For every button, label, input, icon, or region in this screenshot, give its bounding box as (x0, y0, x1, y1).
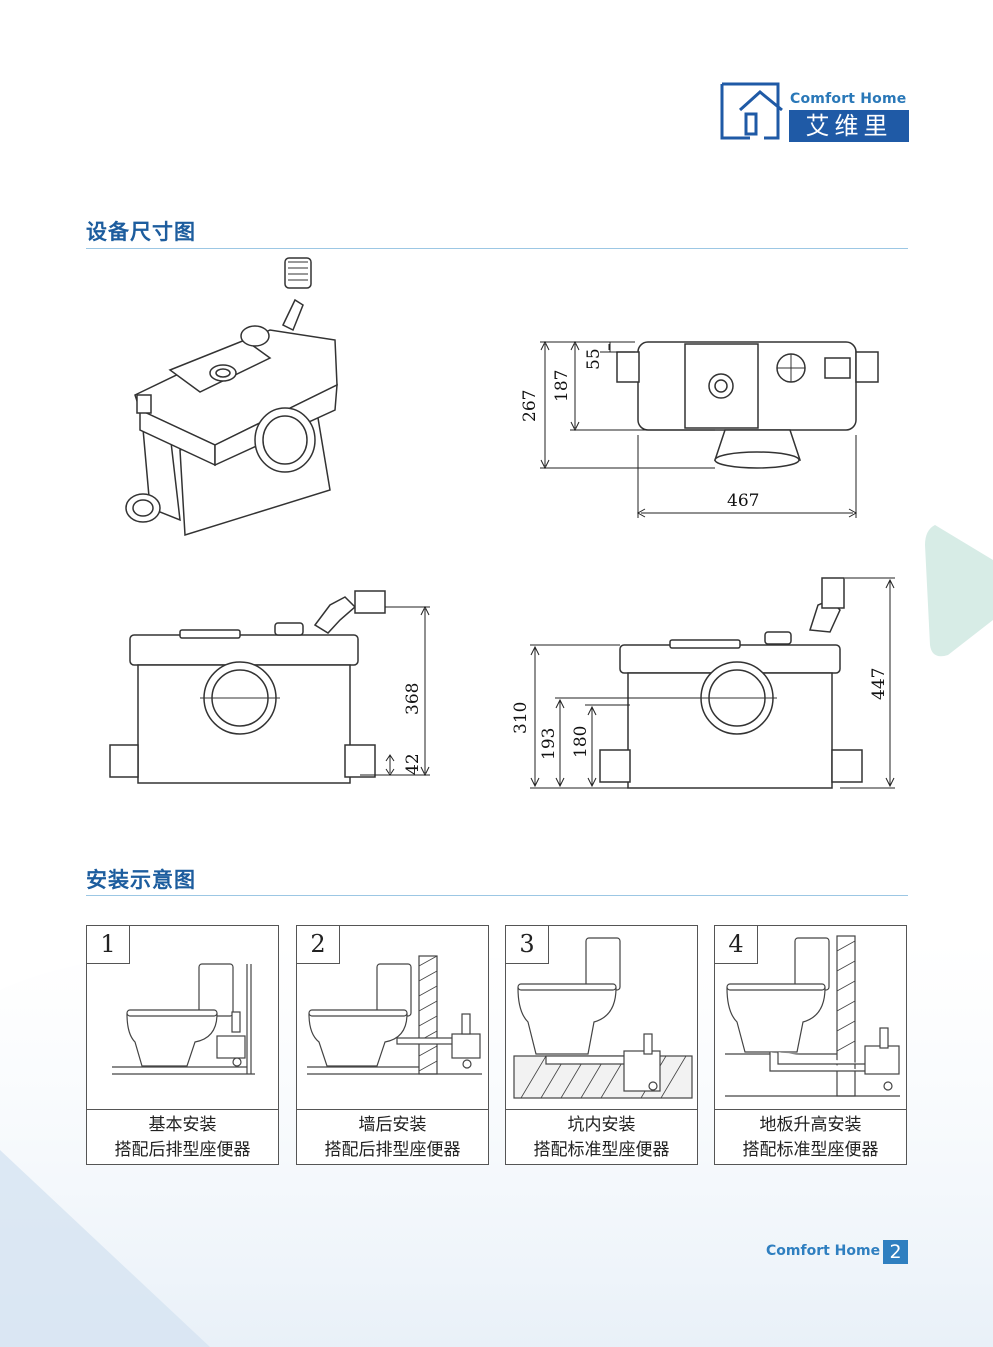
installation-title: 基本安装 (148, 1115, 217, 1135)
pump-front-view-drawing: 368 42 (100, 585, 440, 799)
page-number: 2 (883, 1240, 908, 1264)
installation-illustration-3 (513, 937, 693, 1099)
dim-42-label: 42 (403, 753, 423, 775)
dim-310-label: 310 (511, 702, 531, 734)
installation-panel-2: 2 墙后安装 搭配后排型座便器 (296, 925, 489, 1165)
installation-panel-4: 4 地板升高安装 搭配标准型座便器 (714, 925, 907, 1165)
installation-illustration-1 (112, 963, 255, 1075)
dim-180-label: 180 (571, 726, 591, 758)
dim-267-label: 267 (520, 390, 540, 422)
pump-isometric-drawing (105, 250, 345, 544)
brand-name-en: Comfort Home (790, 91, 907, 107)
dim-467-label: 467 (727, 491, 759, 511)
installation-illustration-4 (725, 935, 900, 1097)
installation-panel-number: 2 (297, 926, 340, 964)
installation-section-title: 安装示意图 (86, 868, 196, 892)
dim-55-label: 55 (584, 348, 604, 370)
section-rule (86, 248, 908, 249)
installation-subtitle: 搭配标准型座便器 (742, 1140, 879, 1160)
installation-caption: 坑内安装 搭配标准型座便器 (506, 1109, 697, 1164)
installation-caption: 地板升高安装 搭配标准型座便器 (715, 1109, 906, 1164)
installation-panel-3: 3 坑内安装 搭配标准型座便器 (505, 925, 698, 1165)
installation-title: 地板升高安装 (759, 1115, 862, 1135)
installation-panel-number: 1 (87, 926, 130, 964)
installation-subtitle: 搭配后排型座便器 (114, 1140, 251, 1160)
installation-panel-number: 3 (506, 926, 549, 964)
installation-panel-number: 4 (715, 926, 758, 964)
pump-top-view-drawing: 267 187 55 467 (505, 330, 905, 534)
installation-subtitle: 搭配后排型座便器 (324, 1140, 461, 1160)
installation-title: 墙后安装 (358, 1115, 427, 1135)
installation-panel-1: 1 基本安装 搭配后排型座便器 (86, 925, 279, 1165)
pump-side-view-drawing: 310 193 180 447 (500, 570, 900, 799)
dim-187-label: 187 (552, 370, 572, 402)
dim-447-label: 447 (869, 668, 889, 700)
installation-caption: 基本安装 搭配后排型座便器 (87, 1109, 278, 1164)
brand-logo-mark (720, 82, 783, 140)
installation-caption: 墙后安装 搭配后排型座便器 (297, 1109, 488, 1164)
section-rule (86, 895, 908, 896)
dim-368-label: 368 (403, 683, 423, 715)
dimensions-section-title: 设备尺寸图 (86, 220, 196, 244)
installation-title: 坑内安装 (567, 1115, 636, 1135)
dim-193-label: 193 (539, 728, 559, 760)
footer-brand-name: Comfort Home (766, 1243, 881, 1259)
installation-illustration-2 (307, 955, 482, 1075)
installation-subtitle: 搭配标准型座便器 (533, 1140, 670, 1160)
brand-name-cn: 艾维里 (789, 110, 909, 142)
